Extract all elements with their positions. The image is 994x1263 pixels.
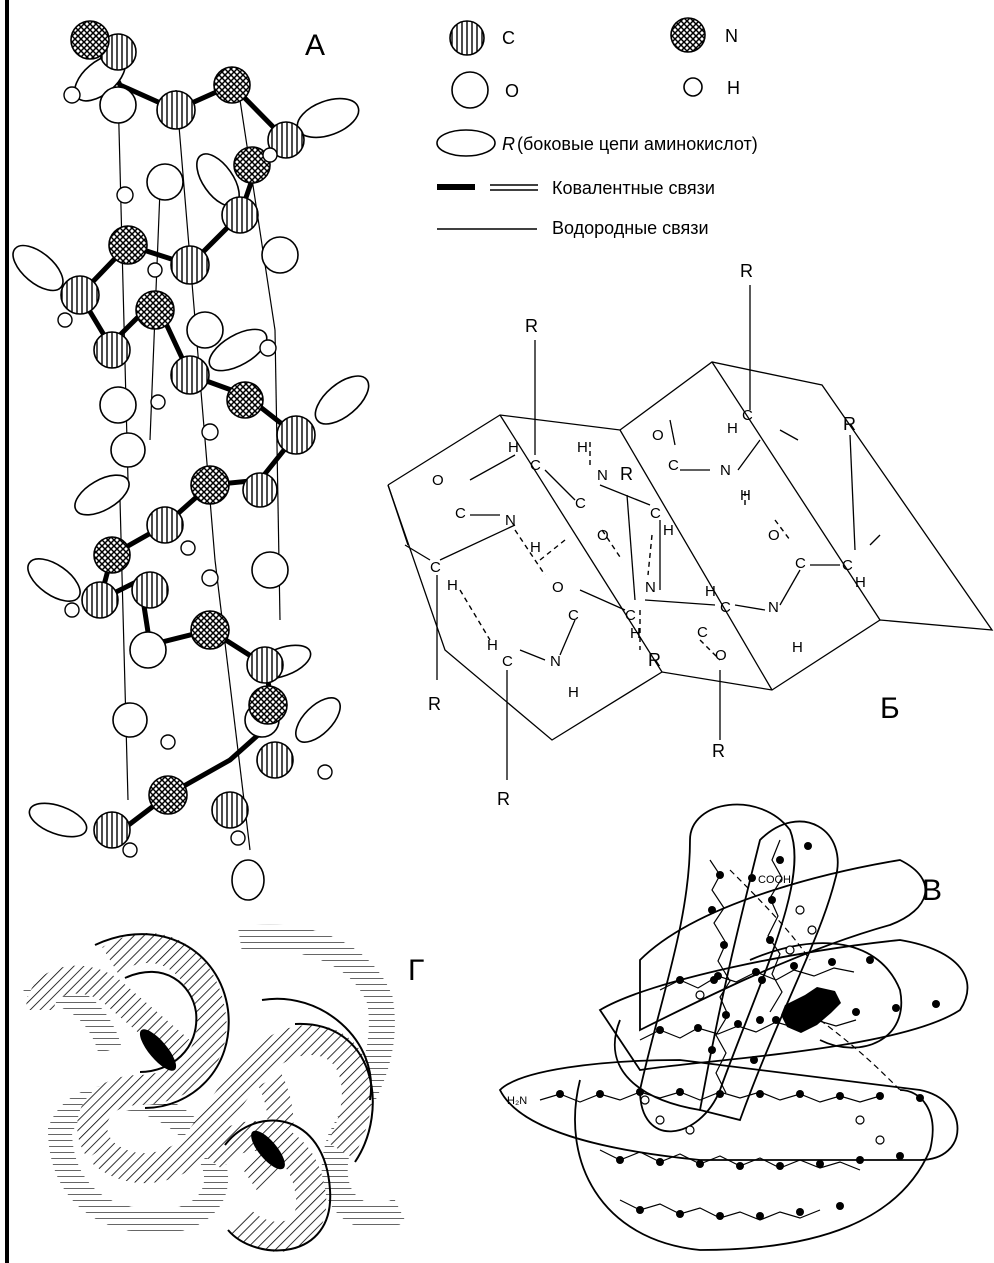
sheet-atom: C bbox=[795, 555, 806, 572]
legend-covalent-label: Ковалентные связи bbox=[552, 178, 715, 198]
sheet-r-bottom: R bbox=[497, 789, 510, 809]
sheet-atom: O bbox=[715, 647, 727, 664]
legend-carbon-label: C bbox=[502, 28, 515, 48]
panel-v-label: В bbox=[922, 874, 942, 907]
sheet-atom: N bbox=[720, 462, 731, 479]
legend-carbon-symbol bbox=[450, 21, 484, 55]
panel-a-label: А bbox=[305, 29, 325, 62]
sheet-atom: H bbox=[508, 439, 519, 456]
sheet-atom: C bbox=[668, 457, 679, 474]
legend-hydrogen-label: H bbox=[727, 78, 740, 98]
sheet-atom: H bbox=[577, 439, 588, 456]
legend-hydrogen-symbol bbox=[684, 78, 702, 96]
legend-oxygen-label: O bbox=[505, 81, 519, 101]
panel-g-tube-model: Г bbox=[30, 934, 424, 1250]
sheet-atom: O bbox=[552, 579, 564, 596]
panel-b-beta-sheet: R R R R R R R R H C H N O C N C O H C H … bbox=[388, 261, 992, 809]
legend-hbond-label: Водородные связи bbox=[552, 218, 709, 238]
heme-group bbox=[781, 987, 841, 1033]
sheet-atom: N bbox=[597, 467, 608, 484]
sheet-atom: N bbox=[550, 653, 561, 670]
sheet-r-top-left: R bbox=[525, 316, 538, 336]
sheet-atom: H bbox=[792, 639, 803, 656]
sheet-r-center-low: R bbox=[648, 650, 661, 670]
legend-nitrogen-symbol bbox=[671, 18, 705, 52]
sheet-atom: C bbox=[742, 407, 753, 424]
sheet-atom: C bbox=[530, 457, 541, 474]
sheet-atom: C bbox=[697, 624, 708, 641]
sheet-atom: H bbox=[447, 577, 458, 594]
sheet-atom: H bbox=[530, 539, 541, 556]
nh2-terminus-label: H₂N bbox=[507, 1095, 527, 1107]
sheet-atom: N bbox=[645, 579, 656, 596]
legend-side-chain-symbol bbox=[437, 130, 495, 156]
sheet-r-bottom-left: R bbox=[428, 694, 441, 714]
legend-covalent-thick-symbol bbox=[437, 184, 475, 190]
cooh-terminus-label: COOH bbox=[758, 874, 791, 886]
sheet-r-right: R bbox=[843, 414, 856, 434]
legend: C N O H R (боковые цепи аминокислот) Ков… bbox=[437, 18, 758, 238]
panel-v-tertiary-fold: COOH H₂N В bbox=[500, 805, 968, 1250]
sheet-atom: H bbox=[740, 487, 751, 504]
legend-nitrogen-label: N bbox=[725, 26, 738, 46]
sheet-atom: H bbox=[630, 625, 641, 642]
sheet-atom: H bbox=[705, 583, 716, 600]
legend-oxygen-symbol bbox=[452, 72, 488, 108]
sheet-atom: C bbox=[650, 505, 661, 522]
sheet-atom: H bbox=[487, 637, 498, 654]
sheet-atom: C bbox=[625, 607, 636, 624]
sheet-atom: N bbox=[505, 512, 516, 529]
sheet-atom: H bbox=[855, 574, 866, 591]
sheet-atom: C bbox=[720, 599, 731, 616]
sheet-r-top-right: R bbox=[740, 261, 753, 281]
panel-b-label: Б bbox=[880, 692, 900, 725]
sheet-atom: N bbox=[768, 599, 779, 616]
sheet-atom: H bbox=[727, 420, 738, 437]
panel-g-label: Г bbox=[408, 954, 424, 987]
sheet-atom: H bbox=[663, 522, 674, 539]
legend-r-symbol: R bbox=[502, 134, 515, 154]
sheet-atom: C bbox=[575, 495, 586, 512]
sheet-atom: O bbox=[652, 427, 664, 444]
sheet-r-bottom-right: R bbox=[712, 741, 725, 761]
sheet-atom: O bbox=[768, 527, 780, 544]
sheet-atom: C bbox=[842, 557, 853, 574]
sheet-atom: C bbox=[502, 653, 513, 670]
sheet-atom: C bbox=[568, 607, 579, 624]
legend-side-chain-label: (боковые цепи аминокислот) bbox=[517, 134, 758, 154]
sheet-atom: C bbox=[430, 559, 441, 576]
sheet-atom: O bbox=[432, 472, 444, 489]
sheet-atom: H bbox=[568, 684, 579, 701]
sheet-r-mid: R bbox=[620, 464, 633, 484]
sheet-atom: O bbox=[597, 527, 609, 544]
sheet-atom: C bbox=[455, 505, 466, 522]
panel-a-alpha-helix: А bbox=[5, 21, 376, 900]
